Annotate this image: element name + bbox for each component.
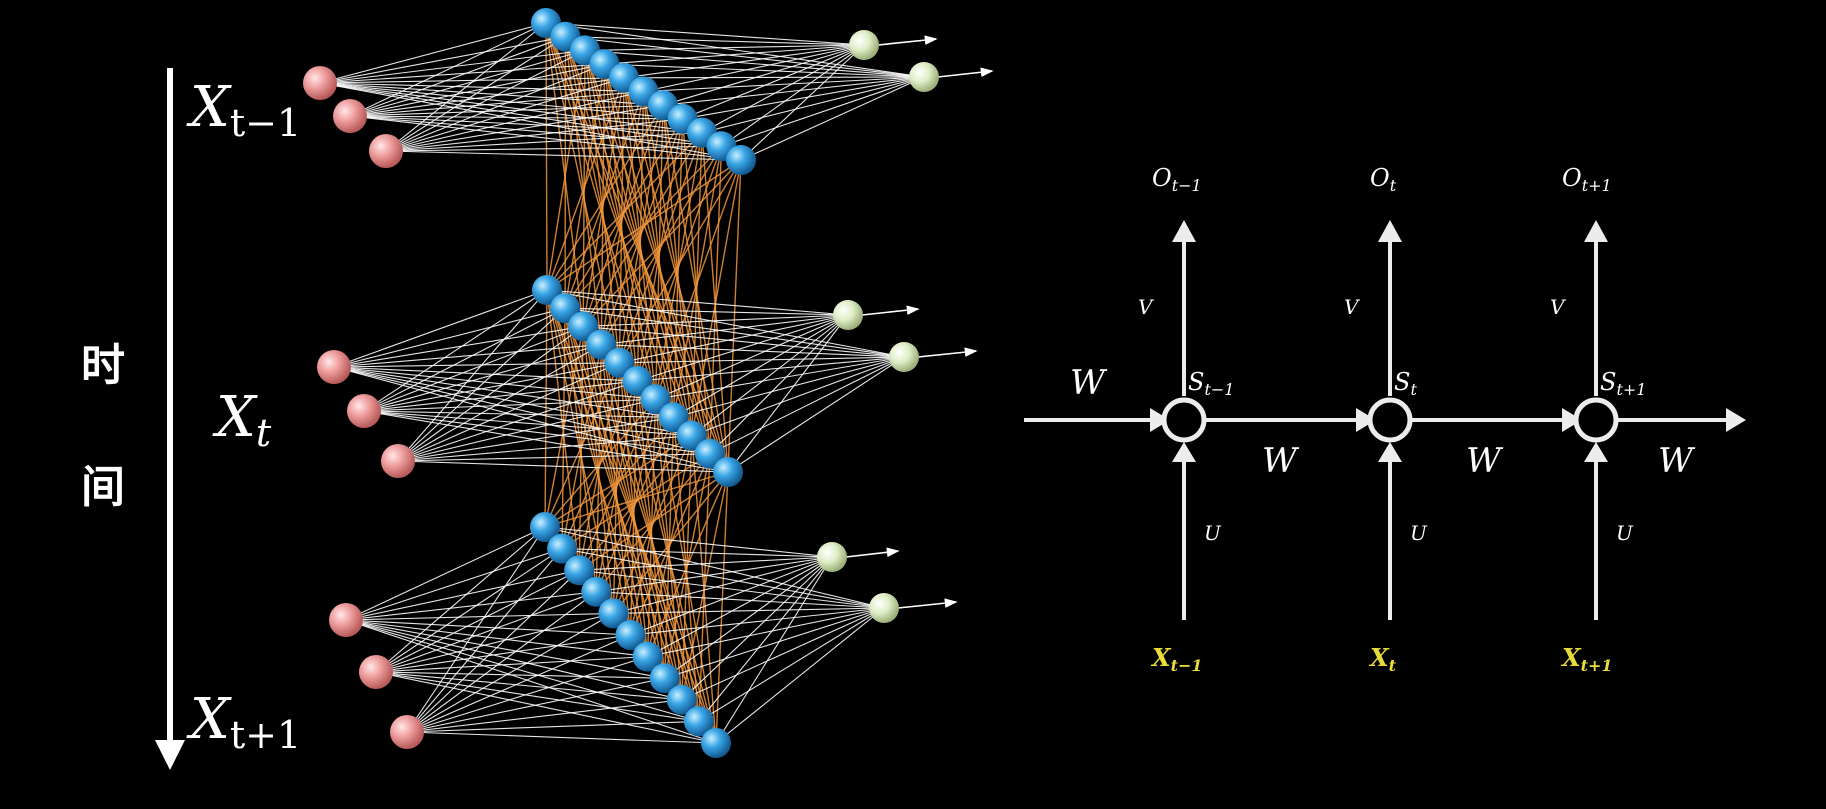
input-neuron (381, 444, 415, 478)
input-neuron (369, 134, 403, 168)
output-neuron (817, 542, 847, 572)
w-label-3: W (1658, 441, 1696, 481)
output-label-t-plus-1: Ot+1 (1562, 164, 1612, 195)
input-hidden-edge (320, 23, 546, 83)
input-neuron (359, 655, 393, 689)
recurrent-edge (716, 472, 728, 743)
hidden-output-edge (741, 45, 864, 160)
input-hidden-edge (376, 672, 665, 678)
state-label-t: St (1394, 368, 1417, 399)
v-label-1: V (1138, 295, 1155, 319)
state-label-t-plus-1: St+1 (1600, 368, 1646, 399)
x-label-t: Xt (1368, 643, 1397, 675)
rnn-unrolled-schematic (1024, 220, 1746, 620)
output-arrows (846, 39, 992, 608)
hidden-output-edge (716, 608, 884, 743)
hidden-output-edge (702, 77, 924, 133)
hidden-neuron (701, 728, 731, 758)
state-node-t-minus-1 (1164, 400, 1204, 440)
state-node-t-plus-1 (1576, 400, 1616, 440)
input-hidden-edge (334, 290, 547, 367)
input-hidden-edge (346, 570, 579, 620)
output-neuron (833, 300, 863, 330)
x-label-t-minus-1: Xt−1 (1150, 643, 1203, 675)
unrolled-network (303, 8, 992, 758)
output-arrow (938, 71, 992, 77)
u-label-3: U (1616, 521, 1634, 545)
hidden-output-edge (663, 77, 924, 105)
recurrent-edge (656, 160, 741, 399)
hidden-output-edge (702, 45, 864, 133)
recurrent-edge (546, 23, 547, 290)
input-label-t-plus-1: Xt+1 (186, 687, 301, 757)
output-arrow (846, 551, 898, 557)
output-arrow (898, 602, 956, 608)
time-label-bottom: 间 (81, 462, 125, 513)
input-hidden-edge (346, 549, 562, 620)
recurrent-edge (547, 105, 663, 290)
output-arrow (862, 309, 918, 315)
x-label-t-plus-1: Xt+1 (1560, 643, 1613, 675)
input-hidden-edge (346, 527, 545, 620)
v-label-3: V (1550, 295, 1567, 319)
hidden-output-edge (728, 357, 904, 472)
hidden-neuron (726, 145, 756, 175)
input-neuron (347, 394, 381, 428)
input-neuron (317, 350, 351, 384)
input-hidden-edge (376, 549, 562, 672)
hidden-output-edge (566, 37, 865, 45)
hidden-output-edge (648, 557, 832, 657)
state-label-t-minus-1: St−1 (1188, 368, 1234, 399)
input-hidden-edge (346, 613, 613, 620)
input-neuron (303, 66, 337, 100)
input-hidden-edge (364, 308, 565, 411)
w-label-1: W (1262, 441, 1300, 481)
time-label-top: 时 (81, 340, 125, 391)
input-neuron (390, 715, 424, 749)
hidden-neuron (713, 457, 743, 487)
input-label-t-minus-1: Xt−1 (186, 75, 301, 145)
output-label-t-minus-1: Ot−1 (1152, 164, 1202, 195)
input-label-t: Xt (212, 385, 272, 455)
time-axis: 时 间 (81, 68, 185, 770)
v-label-2: V (1344, 295, 1361, 319)
hidden-output-edge (692, 357, 904, 436)
u-label-2: U (1410, 521, 1428, 545)
state-node-t (1370, 400, 1410, 440)
hidden-output-edge (674, 357, 904, 417)
output-arrow (878, 39, 936, 45)
output-neuron (869, 593, 899, 623)
output-neuron (889, 342, 919, 372)
output-neuron (909, 62, 939, 92)
w-label-2: W (1466, 441, 1504, 481)
input-neuron (329, 603, 363, 637)
hidden-output-edge (741, 77, 924, 160)
u-label-1: U (1204, 521, 1222, 545)
w-label-incoming: W (1070, 363, 1108, 403)
hidden-output-edge (579, 570, 884, 608)
output-arrow (918, 351, 976, 357)
output-neuron (849, 30, 879, 60)
output-label-t: Ot (1370, 164, 1397, 195)
input-neuron (333, 99, 367, 133)
input-hidden-edge (334, 308, 565, 367)
hidden-output-edge (624, 77, 924, 78)
